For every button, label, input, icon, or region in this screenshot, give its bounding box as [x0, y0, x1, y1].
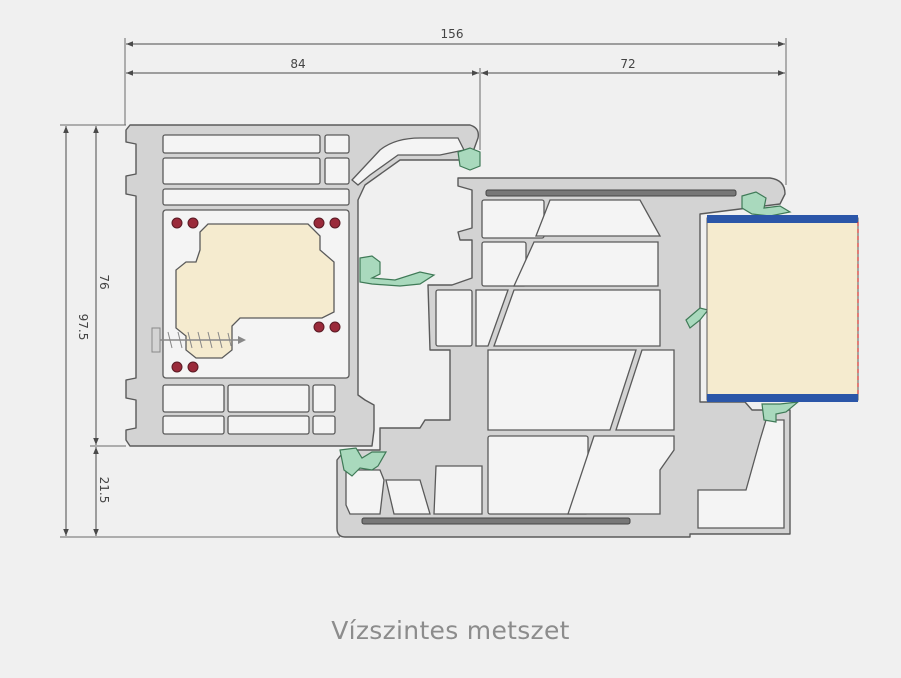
sash-chamber	[312, 384, 336, 413]
gasket	[339, 447, 388, 477]
glass-edge-top	[707, 215, 858, 223]
rivet-icon	[313, 321, 325, 333]
frame-chamber	[435, 289, 473, 347]
sash-chamber	[162, 157, 321, 185]
frame-chamber	[345, 469, 385, 515]
dim-label-72: 72	[620, 57, 635, 71]
dim-label-156: 156	[441, 27, 464, 41]
frame-chamber	[493, 289, 661, 347]
dim-label-21-5: 21.5	[97, 477, 111, 504]
sash-chamber	[162, 188, 350, 206]
dim-label-76: 76	[97, 274, 111, 289]
screw-icon	[151, 327, 246, 353]
steel-reinforcement	[175, 223, 335, 359]
frame-chamber	[615, 349, 675, 431]
rivet-icon	[329, 217, 341, 229]
frame-chamber	[487, 349, 637, 431]
gasket	[359, 255, 436, 287]
sash-chamber	[162, 134, 321, 154]
sash-chamber	[162, 415, 225, 435]
sash-chamber	[324, 134, 350, 154]
frame-chamber	[535, 199, 662, 237]
glass-edge-bottom	[707, 394, 858, 402]
frame-chamber	[567, 435, 675, 515]
sash-top-right-chamber	[351, 137, 465, 186]
sash-chamber	[227, 384, 310, 413]
gasket	[741, 191, 792, 217]
dimension-lines: 156 84 72 97.5 76 21.5	[60, 27, 787, 538]
rivet-icon	[171, 217, 183, 229]
frame-chamber	[433, 465, 483, 515]
sash-chamber	[162, 384, 225, 413]
rivet-icon	[187, 361, 199, 373]
dim-label-97-5: 97.5	[76, 314, 90, 341]
sash-profile	[125, 124, 481, 447]
rivet-icon	[171, 361, 183, 373]
glass-pane	[706, 217, 859, 401]
reinforcement-strip	[361, 517, 631, 525]
frame-chamber	[385, 479, 431, 515]
frame-profile	[336, 177, 800, 538]
dim-label-84: 84	[290, 57, 305, 71]
rivet-icon	[187, 217, 199, 229]
rivet-icon	[313, 217, 325, 229]
rivet-icon	[329, 321, 341, 333]
drawing-caption: Vízszintes metszet	[331, 616, 570, 645]
sash-chamber	[227, 415, 310, 435]
sash-chamber	[312, 415, 336, 435]
gasket	[457, 147, 481, 171]
frame-chamber	[475, 289, 509, 347]
glazing-unit	[706, 215, 859, 402]
gasket	[761, 401, 800, 423]
sash-chamber	[324, 157, 350, 185]
frame-chamber	[481, 199, 545, 239]
gasket	[685, 307, 710, 329]
frame-chamber	[512, 241, 659, 287]
reinforcement-strip	[485, 189, 737, 197]
